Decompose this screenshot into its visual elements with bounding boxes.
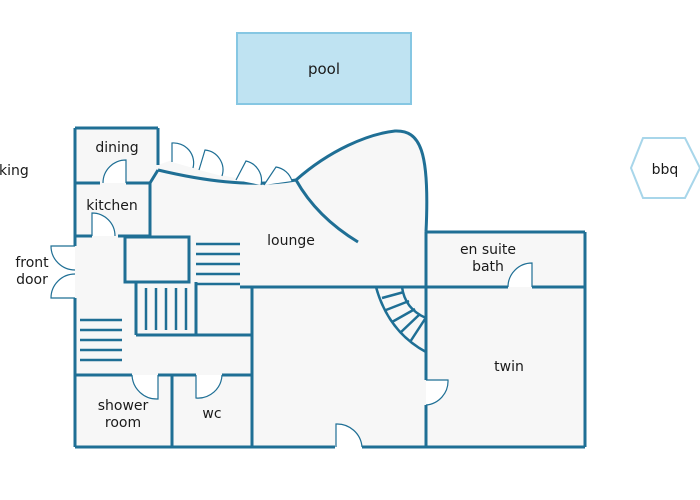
staircase-lower	[80, 318, 122, 362]
spiral-staircase	[374, 286, 427, 354]
south-door	[335, 423, 363, 448]
bbq-area	[629, 137, 700, 199]
wc-door	[195, 374, 223, 399]
house-floor-lounge-bulge	[296, 130, 428, 232]
front-door-upper	[50, 245, 76, 271]
shower-room-label-line1: shower	[98, 398, 149, 414]
twin-label: twin	[494, 359, 524, 375]
lounge-label: lounge	[267, 233, 315, 249]
en-suite-label-line1: en suite	[460, 242, 516, 258]
lounge-door-1	[171, 142, 195, 169]
shower-room-label-line2: room	[105, 415, 141, 431]
lounge-door-4	[263, 166, 293, 186]
doors	[50, 142, 533, 448]
dining-label: dining	[95, 140, 138, 156]
front-door-label-line1: front	[15, 255, 49, 271]
front-door-lower	[50, 273, 76, 299]
en-suite-label-line2: bath	[472, 259, 504, 275]
staircase-upper	[196, 242, 240, 286]
wc-label: wc	[202, 406, 221, 422]
lounge-door-3	[235, 160, 263, 186]
front-door-label-line2: door	[16, 272, 48, 288]
walls	[73, 126, 587, 449]
pool	[236, 32, 412, 105]
staircase-middle	[144, 288, 188, 330]
pool-label: pool	[308, 60, 340, 78]
dining-door	[102, 159, 127, 184]
lounge-door-2	[198, 149, 224, 177]
kitchen-label: kitchen	[86, 198, 138, 214]
bbq-label: bbq	[652, 162, 679, 178]
kitchen-door	[91, 212, 116, 237]
parking-label: king	[0, 163, 29, 179]
twin-door	[425, 379, 449, 406]
bath-door	[507, 262, 533, 288]
shower-door	[131, 374, 159, 400]
